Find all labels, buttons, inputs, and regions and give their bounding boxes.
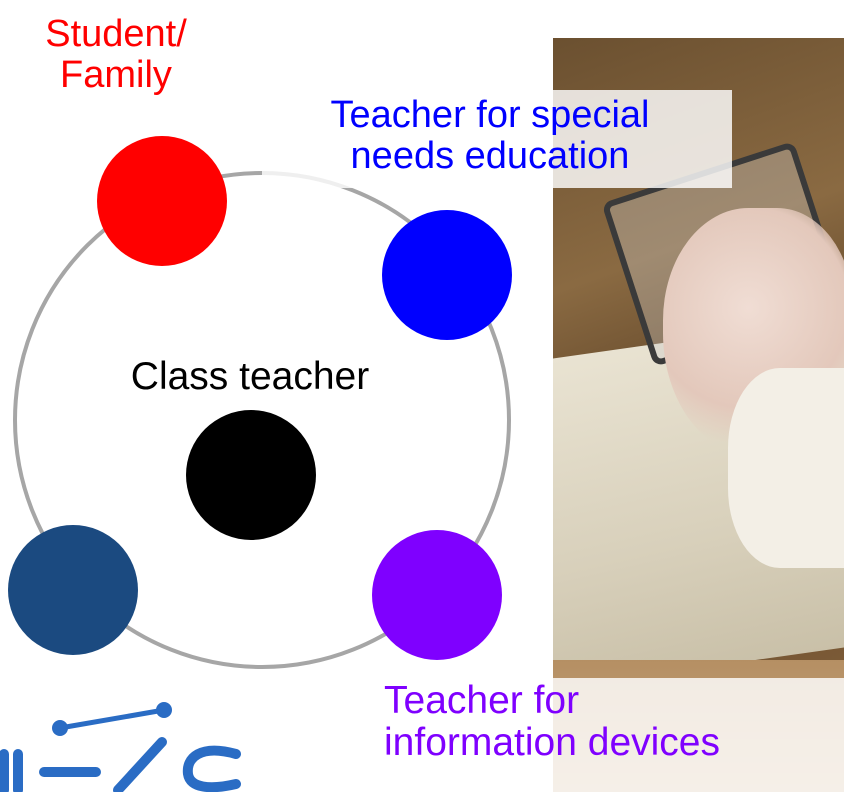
special-needs-teacher-node (382, 210, 512, 340)
student-family-node (97, 136, 227, 266)
info-devices-teacher-node (372, 530, 502, 660)
unlabeled-node (8, 525, 138, 655)
class-teacher-label: Class teacher (130, 355, 370, 398)
info-devices-teacher-label: Teacher for information devices (384, 679, 720, 765)
class-teacher-node (186, 410, 316, 540)
special-needs-teacher-label: Teacher for special needs education (330, 94, 650, 178)
student-family-label: Student/ Family (45, 13, 187, 97)
connected-nodes-logo (0, 702, 241, 792)
special-needs-label-backdrop (262, 90, 732, 188)
info-devices-label-backdrop (378, 678, 844, 792)
